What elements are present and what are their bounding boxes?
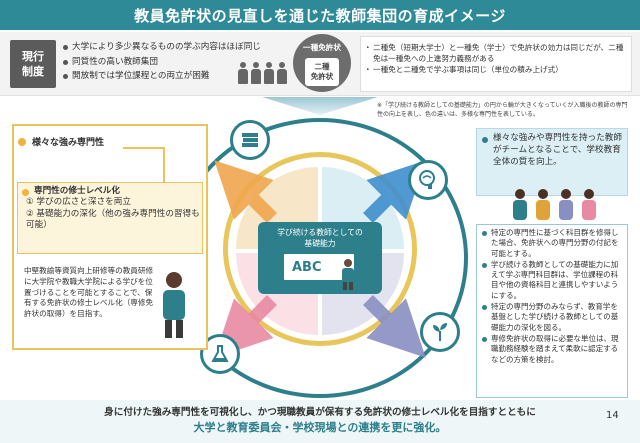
license-note: 二種免（短期大学士）と一種免（学士）で免許状の効力は同じだが、二種免は一種免への… bbox=[364, 42, 625, 64]
masters-point: ① 学びの広さと深さを両立 bbox=[26, 197, 131, 208]
license-note: 一種免と二種免で学ぶ事項は同じ（単位の積み上げ式） bbox=[364, 64, 625, 75]
team-quality-text: 様々な強みや専門性を持った教師がチームとなることで、学校教育全体の質を向上。 bbox=[493, 133, 622, 167]
current-system-label: 現行 制度 bbox=[10, 40, 56, 88]
current-system-list: 大学により多少異なるものの学ぶ内容はほぼ同じ 同質性の高い教師集団 開放制では学… bbox=[62, 40, 261, 84]
down-arrow-icon bbox=[262, 97, 378, 115]
teacher-figure-icon bbox=[163, 272, 185, 338]
core-line2: 基礎能力 bbox=[304, 239, 336, 248]
arrow-bottom-right bbox=[363, 295, 426, 358]
core-line1: 学び続ける教師としての bbox=[277, 228, 363, 237]
license-notes: 二種免（短期大学士）と一種免（学士）で免許状の効力は同じだが、二種免は一種免への… bbox=[360, 36, 632, 92]
page-title: 教員免許状の見直しを通じた教師集団の育成イメージ bbox=[0, 0, 640, 30]
teacher-icon bbox=[342, 259, 354, 290]
brain-icon bbox=[408, 160, 448, 200]
first-class-license-label: 一種免許状 bbox=[303, 43, 341, 52]
measure-item: 特定の専門性に基づく科目群を修得した場合、免許状への専門分野の付記を可能とする。 bbox=[482, 228, 623, 259]
arrow-bottom-left bbox=[214, 295, 277, 358]
bullet-icon bbox=[482, 137, 488, 143]
summary-line2: 大学と教育委員会・学校現場との連携を更に強化。 bbox=[193, 421, 447, 434]
people-icon bbox=[237, 62, 287, 84]
measure-item: 特定の専門分野のみならず、教育学を基盤とした学び続ける教師としての基礎能力の深化… bbox=[482, 302, 623, 333]
blackboard-text: ABC bbox=[292, 259, 322, 275]
summary-bar bbox=[0, 400, 640, 443]
summary-line1: 身に付けた強み専門性を可視化し、かつ現職教員が保有する免許状の修士レベル化を目指… bbox=[104, 407, 536, 418]
second-license-line2: 免許状 bbox=[310, 72, 334, 81]
masters-level-text: 専門性の修士レベル化 ① 学びの広さと深さを両立 ② 基礎能力の深化（他の強み専… bbox=[22, 186, 200, 231]
current-item: 大学により多少異なるものの学ぶ内容はほぼ同じ bbox=[62, 40, 261, 55]
arrow-top-right bbox=[363, 160, 426, 223]
team-quality-box: 様々な強みや専門性を持った教師がチームとなることで、学校教育全体の質を向上。 bbox=[476, 128, 628, 196]
connector-line bbox=[123, 147, 165, 183]
arrow-top-left bbox=[214, 160, 277, 223]
books-icon bbox=[230, 120, 270, 160]
masters-level-box bbox=[17, 182, 203, 254]
measure-item: 専修免許状の取得に必要な単位は、現職勤務経験を踏まえて柔軟に認定するなどの方策を… bbox=[482, 334, 623, 365]
current-label-line2: 制度 bbox=[22, 65, 44, 78]
masters-point: ② 基礎能力の深化（他の強み専門性の習得も可能） bbox=[26, 208, 200, 230]
second-class-license-badge: 二種 免許状 bbox=[305, 58, 339, 86]
measures-list: 特定の専門性に基づく科目群を修得した場合、免許状への専門分野の付記を可能とする。… bbox=[476, 224, 628, 398]
current-item: 開放制では学位課程との両立が困難 bbox=[62, 69, 261, 84]
measure-item: 学び続ける教師としての基礎能力に加えて学ぶ専門科目群は、学位課程の科目や他の資格… bbox=[482, 260, 623, 301]
masters-heading: 専門性の修士レベル化 bbox=[22, 186, 200, 197]
current-item: 同質性の高い教師集団 bbox=[62, 55, 261, 70]
second-license-line1: 二種 bbox=[314, 62, 330, 71]
sprout-icon bbox=[420, 312, 460, 352]
training-detail: 中堅教諭等資質向上研修等の教員研修に大学院や教職大学院による学びを位置づけること… bbox=[24, 266, 154, 319]
growth-arrows bbox=[214, 160, 426, 358]
footnote: ※「学び続ける教師としての基礎能力」の円から輪が大きくなっていくが入職後の教師の… bbox=[377, 102, 628, 118]
current-label-line1: 現行 bbox=[22, 50, 44, 63]
strength-heading: 様々な強み専門性 bbox=[18, 135, 184, 148]
teacher-group-icon bbox=[513, 189, 596, 220]
page-number: 14 bbox=[606, 410, 619, 421]
masters-heading-text: 専門性の修士レベル化 bbox=[34, 186, 120, 196]
